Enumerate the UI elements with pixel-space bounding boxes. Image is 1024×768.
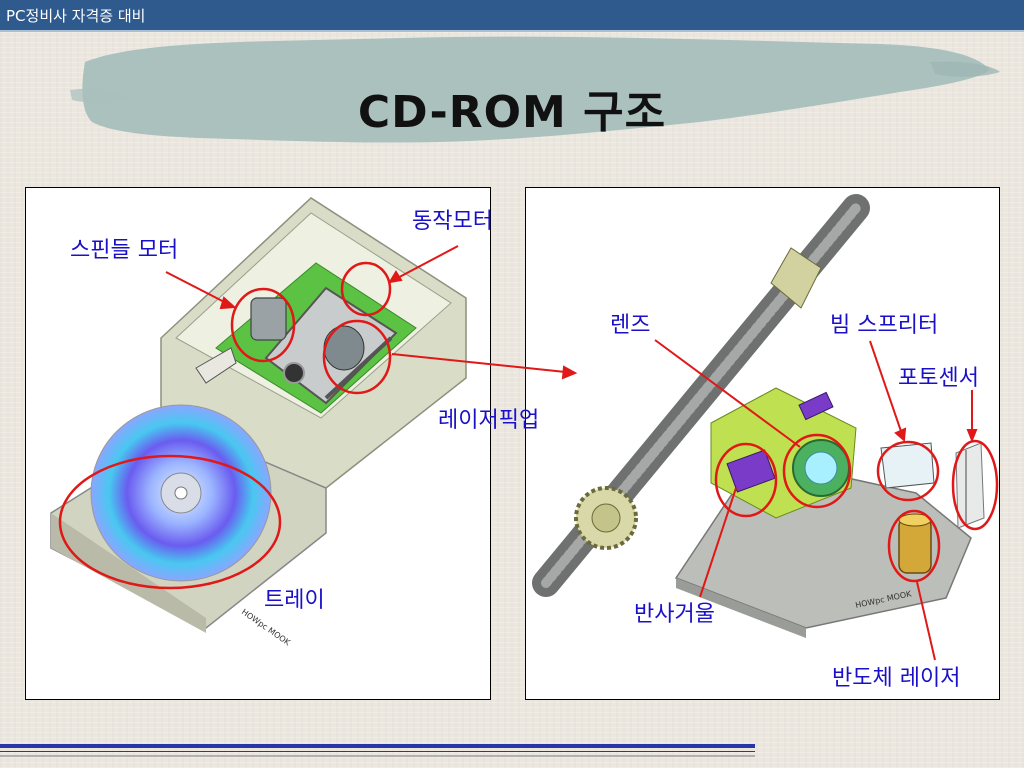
footer-line-thin (0, 751, 755, 752)
label-spindle-motor: 스핀들 모터 (70, 238, 179, 263)
label-beam-splitter: 빔 스프리터 (830, 313, 939, 338)
cdrom-drive-illustration: HOWpc MOOK (50, 197, 467, 648)
header-underline (0, 30, 1024, 32)
label-semiconductor-laser: 반도체 레이저 (832, 666, 961, 691)
label-drive-motor: 동작모터 (412, 209, 493, 234)
title-brush-stroke (70, 36, 1000, 143)
label-reflect-mirror: 반사거울 (634, 602, 715, 627)
header-bar: PC정비사 자격증 대비 (0, 0, 1024, 30)
label-lens: 렌즈 (610, 313, 651, 338)
laser-pickup-illustration: HOWpc MOOK (532, 194, 985, 638)
cdrom-drive-figure: HOWpc MOOK (25, 187, 491, 700)
footer-line-shadow (0, 755, 755, 757)
slide-title: CD-ROM 구조 (357, 87, 667, 138)
footer-line (0, 744, 755, 748)
label-tray: 트레이 (264, 588, 325, 613)
course-label: PC정비사 자격증 대비 (6, 7, 146, 25)
label-laser-pickup: 레이저픽업 (438, 408, 540, 433)
label-photo-sensor: 포토센서 (898, 366, 979, 391)
